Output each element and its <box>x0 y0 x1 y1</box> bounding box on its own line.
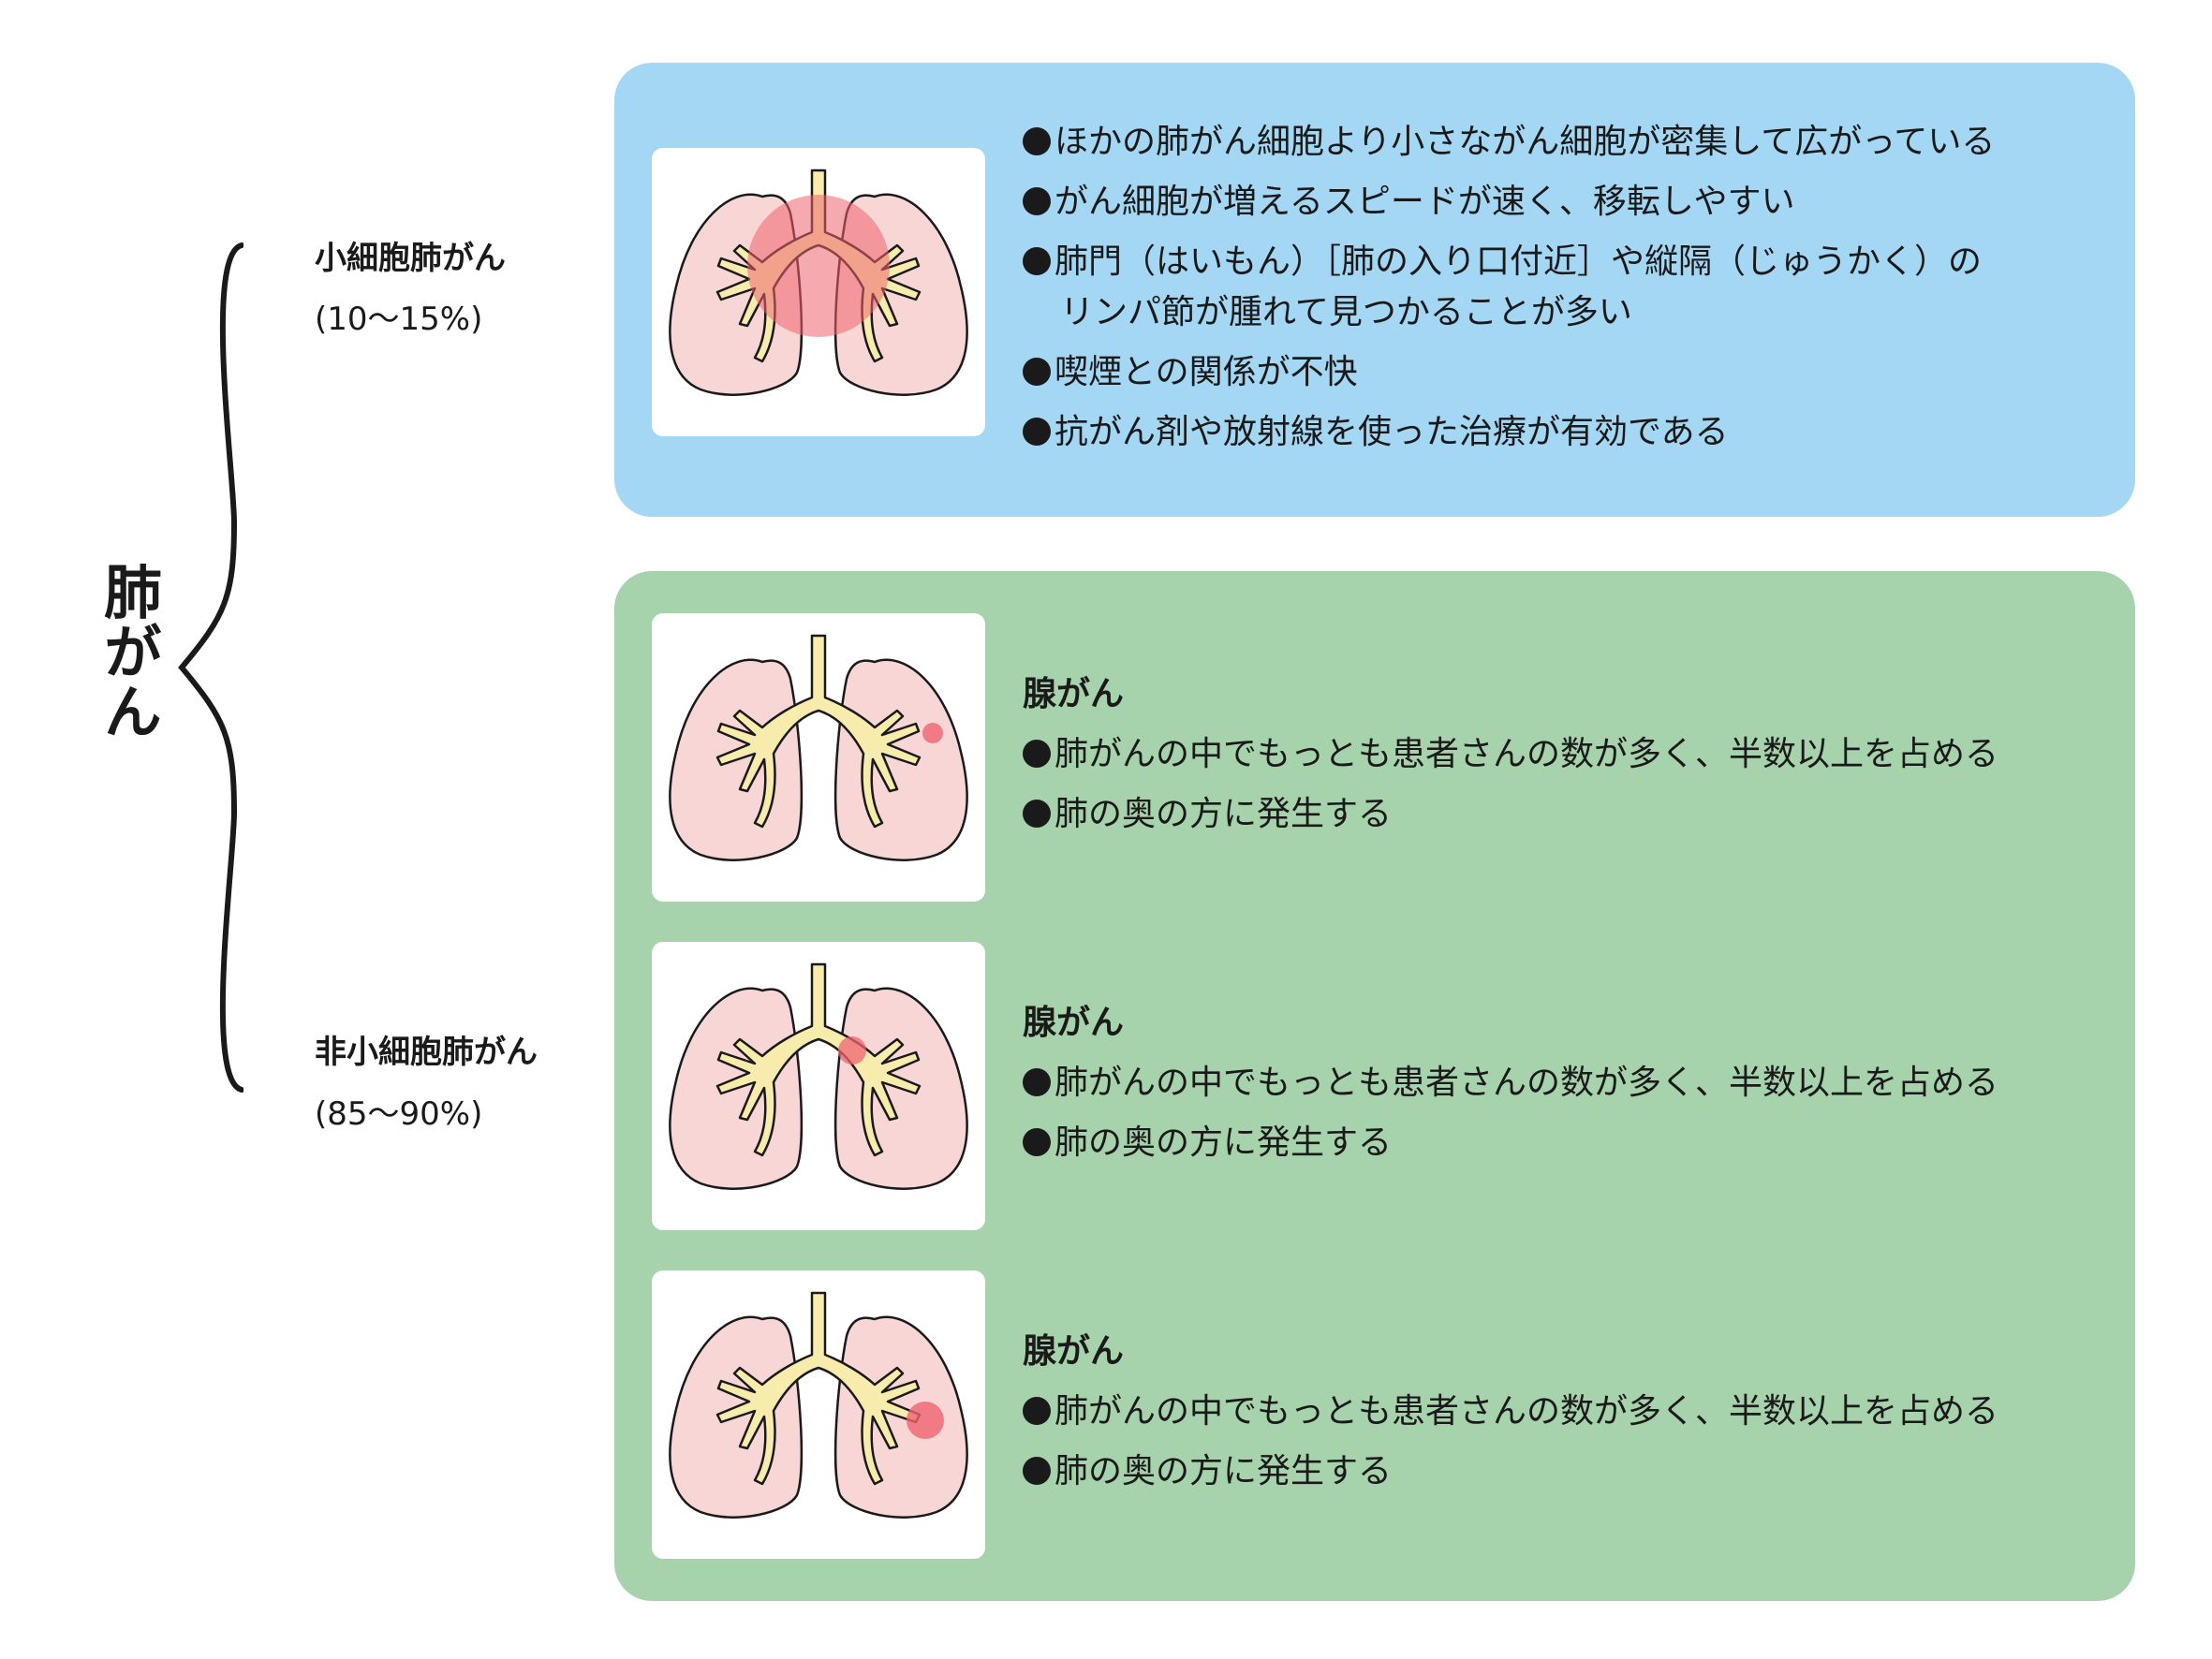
bullet-2: がん細胞が増えるスピードが速く、移転しやすい <box>1023 172 1995 232</box>
small-cell-label: 小細胞肺がん <box>315 240 506 277</box>
adenocarcinoma-lung-illustration-1 <box>652 613 985 902</box>
tumor-marker <box>838 1036 866 1064</box>
bullet-1: 肺がんの中でもっとも患者さんの数が多く、半数以上を占める <box>1023 725 1998 785</box>
bullet-1: ほかの肺がん細胞より小さながん細胞が密集して広がっている <box>1023 112 1995 172</box>
tumor-marker <box>907 1402 944 1439</box>
subtype-3-description: 腺がん 肺がんの中でもっとも患者さんの数が多く、半数以上を占める 肺の奥の方に発… <box>1023 1322 1998 1502</box>
adenocarcinoma-lung-illustration-3 <box>652 1270 985 1559</box>
bullet-5: 抗がん剤や放射線を使った治療が有効である <box>1023 403 1995 462</box>
subtype-3-title: 腺がん <box>1023 1332 1125 1371</box>
bullet-2: 肺の奥の方に発生する <box>1023 785 1998 844</box>
small-cell-percent: (10〜15%) <box>315 301 483 338</box>
bullet-3: 肺門（はいもん）［肺の入り口付近］や縦隔（じゅうかく）の <box>1023 232 1995 292</box>
subtype-1-title: 腺がん <box>1023 675 1125 713</box>
non-small-cell-label: 非小細胞肺がん <box>315 1034 538 1071</box>
bullet-4: 喫煙との関係が不快 <box>1023 343 1995 403</box>
adenocarcinoma-lung-illustration-2 <box>652 942 985 1230</box>
bullet-2: 肺の奥の方に発生する <box>1023 1442 1998 1502</box>
small-cell-lung-illustration <box>652 148 985 436</box>
main-title: 肺がん <box>94 562 162 741</box>
subtype-2-description: 腺がん 肺がんの中でもっとも患者さんの数が多く、半数以上を占める 肺の奥の方に発… <box>1023 993 1998 1173</box>
tumor-marker <box>922 723 943 743</box>
bullet-1: 肺がんの中でもっとも患者さんの数が多く、半数以上を占める <box>1023 1053 1998 1113</box>
grouping-brace <box>178 242 243 1093</box>
tumor-marker <box>747 195 890 337</box>
subtype-2-title: 腺がん <box>1023 1004 1125 1042</box>
bullet-2: 肺の奥の方に発生する <box>1023 1113 1998 1173</box>
bullet-1: 肺がんの中でもっとも患者さんの数が多く、半数以上を占める <box>1023 1382 1998 1442</box>
bullet-3-continued: リンパ節が腫れて見つかることが多い <box>1060 293 1632 331</box>
subtype-1-description: 腺がん 肺がんの中でもっとも患者さんの数が多く、半数以上を占める 肺の奥の方に発… <box>1023 665 1998 844</box>
small-cell-description: ほかの肺がん細胞より小さながん細胞が密集して広がっている がん細胞が増えるスピー… <box>1023 112 1995 462</box>
non-small-cell-percent: (85〜90%) <box>315 1095 483 1133</box>
